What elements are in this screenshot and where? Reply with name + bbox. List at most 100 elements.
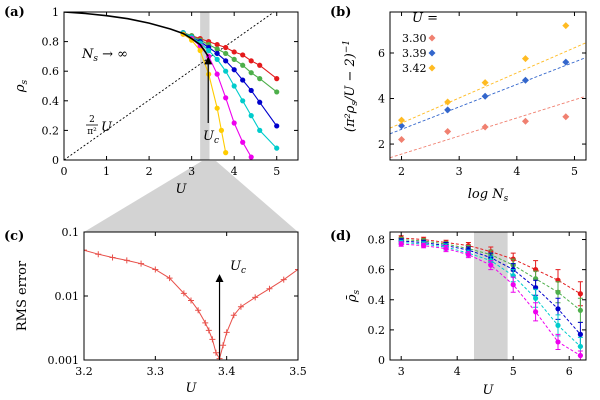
panel-a-series-3-point — [231, 83, 237, 89]
panel-a-series-4-point — [248, 154, 254, 160]
panel-a-series-2-point — [231, 67, 237, 73]
panel-c-series-0-point — [109, 254, 116, 261]
panel-c-series-0-point — [180, 290, 187, 297]
panel-d-series-4-point — [555, 339, 561, 345]
panel-a-series-0-point — [231, 49, 237, 55]
panel-c-xtick-label: 3.2 — [75, 365, 93, 378]
panel-b-xtick-label: 2 — [398, 165, 405, 178]
panel-a-series-2-point — [240, 77, 246, 83]
panel-a-series-5-point — [214, 105, 220, 111]
panel-b-legend-marker — [428, 49, 436, 57]
panel-a-xtick-label: 4 — [231, 165, 238, 178]
panel-b-legend-label: 3.30 — [402, 32, 427, 45]
panel-d-series-4-point — [488, 262, 494, 268]
panel-a-series-2-point — [274, 123, 280, 129]
panel-d-series-2-point — [555, 306, 561, 312]
panel-a-ytick-label: 0.4 — [42, 95, 60, 108]
panel-d-series-3-point — [577, 343, 584, 350]
panel-d-series-4-point — [510, 282, 516, 288]
panel-b-series-2-fit — [390, 42, 586, 129]
panel-a-ytick-label: 1 — [52, 6, 59, 19]
panel-c-ytick-label: 0.001 — [48, 354, 80, 367]
panel-a-critical-annotation: Uc — [203, 129, 219, 146]
panel-d-xtick-label: 5 — [510, 365, 517, 378]
panel-c-series-0-point — [266, 285, 273, 292]
panel-c-series-0-point — [138, 260, 145, 267]
panel-a-ytick-label: 0 — [52, 154, 59, 167]
panel-b-xlabel: log Ns — [468, 187, 509, 204]
panel-a-xlabel: U — [176, 182, 188, 197]
panel-a-ytick-label: 0.8 — [42, 36, 60, 49]
svg-text:π²: π² — [87, 127, 97, 137]
panel-b-frame — [389, 11, 587, 161]
svg-text:2: 2 — [89, 115, 95, 125]
zoom-connector — [84, 161, 298, 232]
panel-a-xtick-label: 2 — [146, 165, 153, 178]
panel-a-series-4-point — [223, 95, 229, 101]
panel-b-series-0-point — [521, 117, 529, 125]
panel-b-series-2-point — [398, 116, 406, 124]
panel-c-ytick-label: 0.1 — [62, 226, 80, 239]
panel-a-series-1-point — [231, 56, 237, 62]
panel-a-series-2-point — [223, 58, 229, 64]
panel-c-series-0-point — [223, 329, 230, 336]
panel-a-series-3-point — [257, 127, 263, 133]
panel-c-frame — [83, 231, 299, 361]
panel-a-xtick-label: 5 — [273, 165, 280, 178]
panel-d-series-1-point — [577, 307, 584, 313]
panel-c-series-0-point — [205, 327, 212, 334]
panel-b-legend-marker — [428, 34, 436, 42]
panel-a-series-3-point — [274, 145, 280, 151]
panel-b-series-2-point — [521, 55, 529, 63]
panel-b-legend: U = 3.303.393.42 — [402, 11, 438, 75]
panel-c-series-0-point — [188, 297, 194, 304]
panel-b-xtick-label: 3 — [456, 165, 463, 178]
panel-b-series-0-point — [481, 123, 489, 131]
panel-a-linear-annotation: 2 π² U — [86, 115, 113, 137]
panel-c-series-0-point — [220, 342, 227, 349]
panel-d-series-4-point — [421, 242, 427, 249]
panel-a-xtick-label: 1 — [103, 165, 110, 178]
panel-c-series-0-point — [195, 307, 202, 314]
panel-a-series-2-point — [257, 99, 263, 105]
panel-a-linear-guide — [64, 12, 275, 160]
panel-b-series-1-point — [521, 76, 529, 84]
panel-b-legend-marker — [428, 64, 436, 72]
panel-b-ytick-label: 2 — [378, 138, 385, 151]
panel-b-xtick-label: 5 — [571, 165, 578, 178]
panel-c-series-0-point — [152, 266, 159, 273]
panel-a-series-0-point — [257, 62, 263, 68]
panel-a-xtick-label: 3 — [188, 165, 195, 178]
panel-b-ytick-label: 6 — [378, 47, 385, 60]
panel-label-c: (c) — [4, 229, 24, 244]
panel-a-series-3-point — [206, 47, 212, 54]
panel-d-series-4-point — [577, 352, 584, 359]
panel-b-ytick-label: 4 — [378, 93, 385, 106]
panel-d-series-1-point — [555, 289, 561, 295]
panel-c-series-0-point — [95, 251, 102, 258]
panel-a-series-0-point — [240, 52, 246, 58]
panel-b-series-2-point — [444, 98, 452, 106]
panel-d-series-4-point — [465, 251, 471, 258]
panel-c-series-0-point — [212, 349, 219, 356]
panel-d-frame — [389, 231, 587, 361]
panel-d-ytick-label: 0.4 — [368, 294, 386, 307]
panel-c-critical-annotation: Uc — [230, 259, 246, 276]
panel-a-series-0-point — [214, 41, 220, 48]
panel-c-series-0-point — [252, 294, 259, 301]
panel-c-xtick-label: 3.3 — [147, 365, 165, 378]
panel-c-series-0-point — [295, 266, 298, 273]
panel-label-b: (b) — [330, 5, 351, 20]
panel-a-series-1-point — [214, 46, 220, 52]
panel-a-series-1-point — [223, 50, 229, 57]
panel-a-series-2-point — [248, 87, 254, 94]
panel-b-series-1-point — [444, 106, 452, 114]
panel-d-xtick-label: 3 — [398, 365, 405, 378]
panel-a-series-0-point — [223, 44, 229, 51]
panel-a-series-4-point — [231, 120, 237, 126]
panel-a-series-3-point — [214, 56, 220, 62]
panel-b-series-0-point — [398, 136, 406, 144]
